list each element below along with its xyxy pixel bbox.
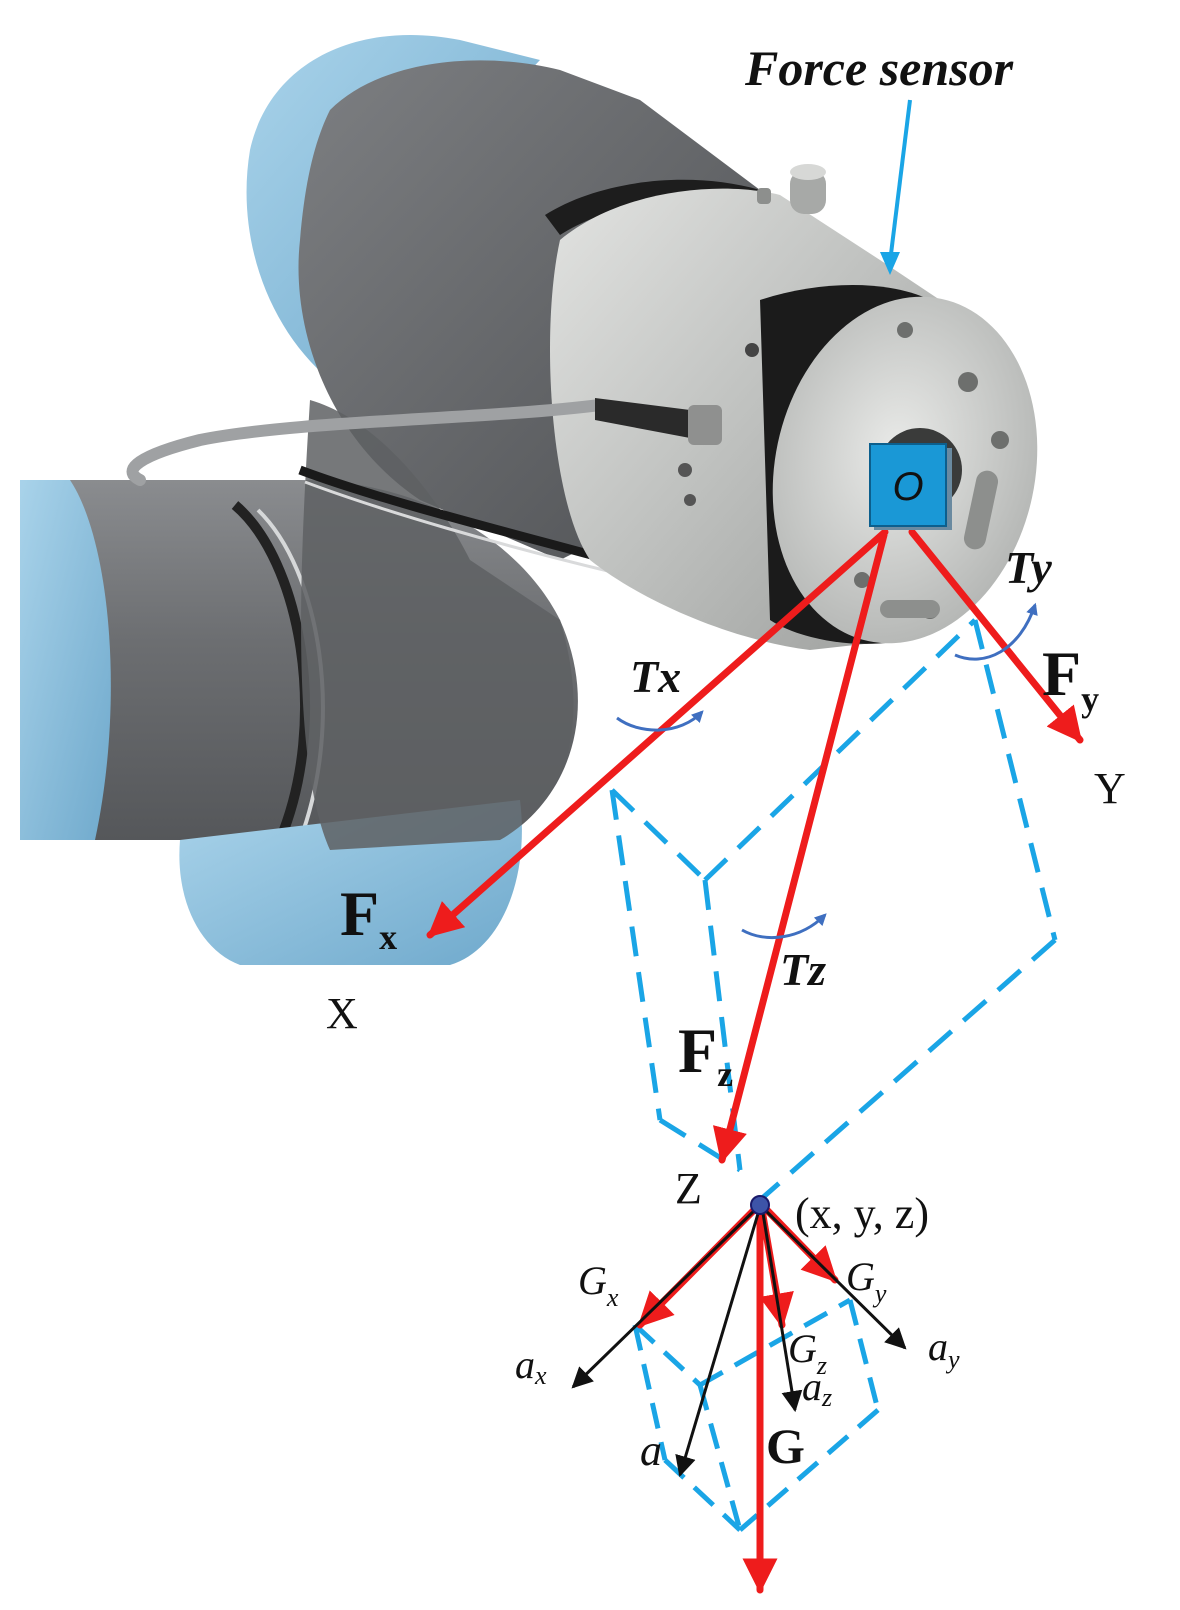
gz-label: Gz (788, 1326, 827, 1380)
ty-label: Ty (1005, 542, 1052, 593)
dashed-edge (758, 938, 1057, 1202)
sensor-pointer-head (880, 252, 900, 275)
sensor-knob-top (790, 164, 826, 180)
acceleration-arrows (571, 1205, 907, 1478)
fy-label-sub: y (1081, 679, 1099, 719)
ax-label: ax (515, 1342, 547, 1390)
dashed-edge (847, 1299, 881, 1411)
a-arrow (675, 1206, 762, 1478)
dashed-gravity-box (632, 1297, 881, 1532)
elbow-band (298, 465, 612, 565)
az-label: az (802, 1364, 832, 1412)
elbow-body (301, 400, 574, 850)
tx-label: Tx (630, 651, 681, 702)
gy-label-main: G (846, 1254, 875, 1299)
dashed-edge (632, 1324, 668, 1461)
dashed-edge (738, 1408, 880, 1532)
fy-arrow (908, 528, 1084, 744)
dashed-edge (703, 618, 977, 882)
tz-label: Tz (780, 944, 826, 995)
fx-label-sub: x (379, 917, 397, 957)
ay-arrow (760, 1205, 907, 1350)
gy-label-sub: y (872, 1279, 887, 1308)
dashed-edge (663, 1458, 742, 1532)
fy-label: Fy (1042, 638, 1099, 719)
sensor-cable (126, 398, 722, 486)
sensor-knob (790, 170, 826, 214)
gx-label-sub: x (606, 1283, 619, 1312)
sensor-screw (678, 463, 692, 477)
cable-connector (595, 398, 690, 438)
elbow-band-highlight (304, 480, 613, 574)
sensor-pin (757, 188, 771, 204)
sensor-hole (897, 322, 913, 338)
cable-nut (688, 405, 722, 445)
a-label: a (640, 1426, 662, 1475)
gz-label-sub: z (816, 1351, 827, 1380)
sensor-screw (684, 494, 696, 506)
fz-label-sub: z (717, 1054, 733, 1094)
sensor-hole (958, 372, 978, 392)
sensor-slot (963, 470, 999, 550)
axis-z-label: Z (675, 1164, 702, 1213)
ax-label-sub: x (534, 1361, 547, 1390)
dashed-edge (698, 1297, 852, 1388)
axis-x-label: X (326, 989, 358, 1038)
az-label-main: a (802, 1364, 822, 1409)
origin-label: O (892, 465, 923, 509)
dashed-edge (610, 788, 707, 882)
ty-arc (954, 602, 1038, 661)
axis-y-label: Y (1094, 764, 1126, 813)
sensor-pointer-line (888, 99, 912, 263)
gy-label: Gy (846, 1254, 887, 1308)
az-arrow (760, 1206, 803, 1413)
point-marker (750, 1195, 770, 1215)
ay-label-main: a (928, 1324, 948, 1369)
dashed-force-box (609, 618, 1058, 1202)
ay-label-sub: y (945, 1345, 960, 1374)
gz-label-main: G (788, 1326, 817, 1371)
cable-wire (126, 399, 606, 486)
left-blue-cap (20, 480, 111, 840)
fx-label: Fx (340, 878, 397, 957)
sensor-hole (854, 572, 870, 588)
tz-arc (741, 913, 827, 940)
sensor-hole (991, 431, 1009, 449)
ax-label-main: a (515, 1342, 535, 1387)
origin-box-face (869, 443, 947, 527)
az-label-sub: z (821, 1383, 832, 1412)
torque-arcs (616, 602, 1038, 940)
fx-arrow (426, 528, 889, 939)
dashed-edge (609, 789, 663, 1121)
gx-label-main: G (578, 1258, 607, 1303)
gx-label: Gx (578, 1258, 619, 1312)
origin-box: O (869, 443, 952, 530)
sensor-slot (880, 600, 940, 618)
dashed-edge (633, 1323, 702, 1387)
point-label: (x, y, z) (795, 1189, 929, 1238)
g-label: G (766, 1418, 805, 1474)
dashed-edge (972, 619, 1058, 941)
sensor-screw (745, 343, 759, 357)
fz-label-main: F (678, 1015, 717, 1086)
dashed-edge (697, 1384, 743, 1531)
dashed-edge (658, 1117, 742, 1173)
tx-arc (616, 710, 704, 732)
fz-label: Fz (678, 1015, 733, 1094)
lower-link-ring (231, 501, 311, 842)
sensor-pointer (880, 99, 912, 275)
ay-label: ay (928, 1324, 960, 1374)
fy-label-main: F (1042, 638, 1081, 709)
force-sensor-label: Force sensor (744, 40, 1014, 96)
fx-label-main: F (340, 878, 379, 949)
force-arrows (426, 528, 1084, 1164)
ax-arrow (571, 1205, 760, 1389)
fz-arrow (712, 531, 888, 1164)
